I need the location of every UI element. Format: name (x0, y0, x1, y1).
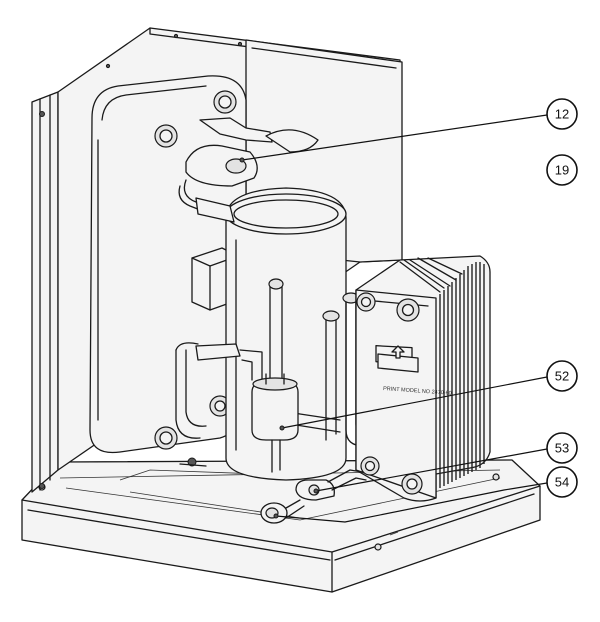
callout-54: 54 (273, 466, 578, 523)
callout-12: 12 (239, 98, 578, 163)
filter-drier (251, 373, 299, 473)
exchanger-fins (399, 257, 485, 488)
callout-52-label: 52 (555, 369, 569, 384)
front-heat-exchanger: PRINT MODEL NO 2470-60 (355, 255, 491, 502)
callout-19-label: 19 (555, 163, 569, 178)
left-frame-post (31, 91, 59, 493)
callout-12-label: 12 (555, 107, 569, 122)
exchanger-plate-label: PRINT MODEL NO 2470-60 (383, 386, 452, 397)
callout-19: 19 (546, 154, 578, 186)
callout-53-label: 53 (555, 441, 569, 456)
callout-53: 53 (313, 432, 578, 494)
callout-54-label: 54 (555, 475, 569, 490)
expansion-valve-assembly (178, 117, 319, 223)
callout-52: 52 (279, 360, 578, 431)
